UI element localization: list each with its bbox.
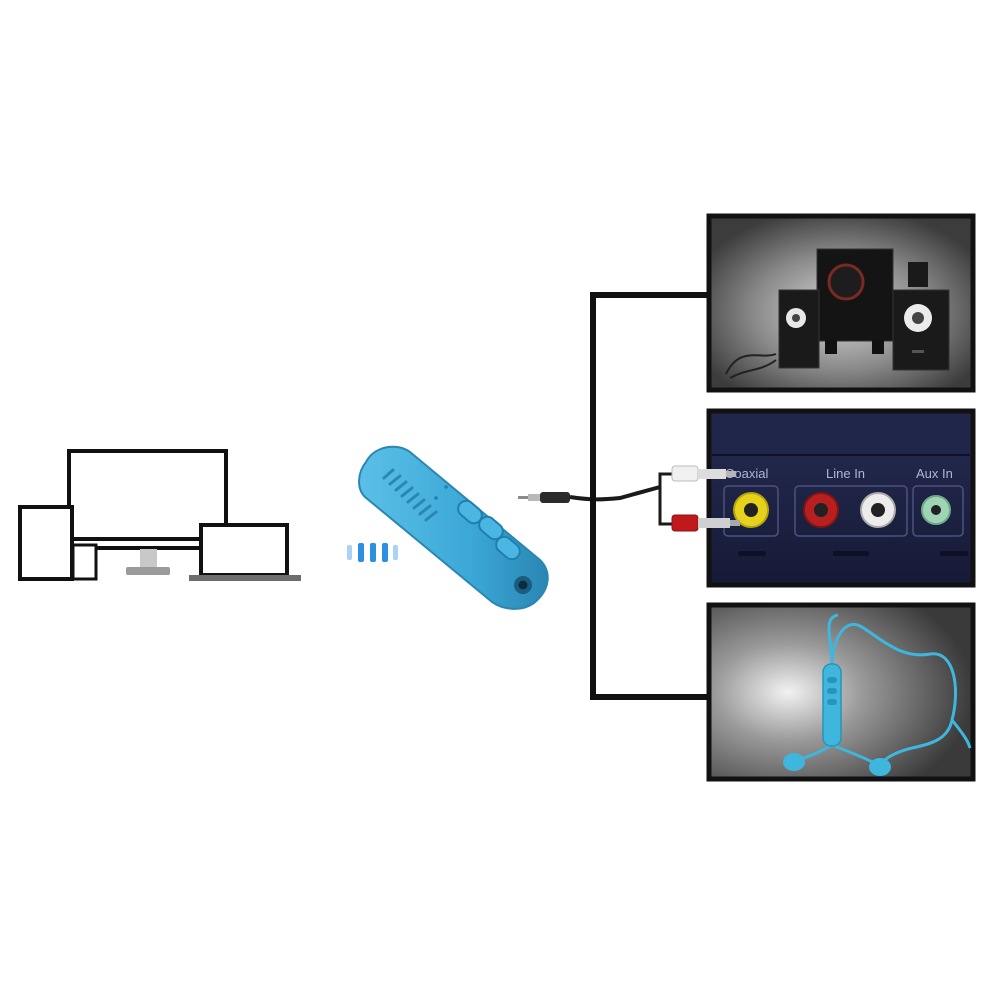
aux-in-label: Aux In bbox=[916, 466, 953, 481]
speaker-system-panel bbox=[706, 213, 976, 393]
aux-in-jack-icon bbox=[921, 495, 951, 525]
phone-icon bbox=[18, 505, 74, 581]
line-in-red-jack-icon bbox=[803, 492, 839, 528]
rca-red-plug-icon bbox=[658, 487, 740, 532]
subwoofer-icon bbox=[816, 248, 894, 354]
earphone-receiver-icon bbox=[822, 663, 842, 747]
tablet-icon bbox=[71, 543, 98, 581]
grip-ridges bbox=[382, 468, 438, 522]
earbud-right-icon bbox=[869, 758, 891, 776]
earbud-left-icon bbox=[783, 753, 805, 771]
wireless-signal-icon bbox=[347, 543, 398, 562]
control-buttons bbox=[434, 485, 521, 561]
coaxial-label: Coaxial bbox=[725, 466, 768, 481]
earphones-panel bbox=[706, 602, 976, 782]
coaxial-jack-icon bbox=[733, 492, 769, 528]
connector-lines bbox=[590, 292, 709, 700]
3.5mm-jack-icon bbox=[518, 485, 661, 503]
jack-port-icon bbox=[514, 576, 532, 594]
right-speaker-icon bbox=[892, 289, 950, 371]
line-in-white-jack-icon bbox=[860, 492, 896, 528]
computer-devices-icon bbox=[18, 449, 301, 581]
bluetooth-receiver-icon bbox=[358, 445, 549, 610]
left-speaker-icon bbox=[778, 289, 820, 369]
line-in-label: Line In bbox=[826, 466, 865, 481]
rca-white-plug-icon bbox=[658, 465, 736, 487]
av-receiver-panel: Coaxial Line In Aux In bbox=[658, 408, 976, 588]
laptop-icon bbox=[189, 523, 301, 581]
